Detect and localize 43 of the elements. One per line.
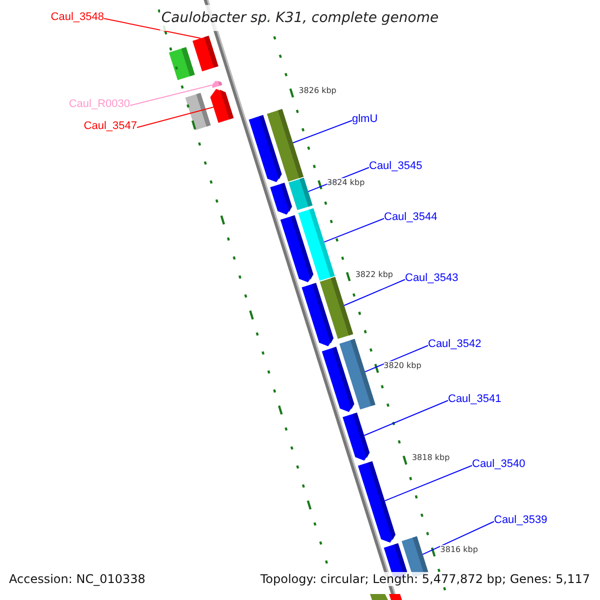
leader-line (292, 120, 352, 144)
gene-feature (192, 36, 218, 72)
map-title: Caulobacter sp. K31, complete genome (160, 5, 440, 31)
genome-summary-text: Topology: circular; Length: 5,477,872 bp; Genes: 5,117 (260, 572, 590, 586)
gene-feature (266, 109, 304, 182)
gene-label: Caul_R0030 (68, 98, 130, 111)
gene-label: Caul_3544 (384, 211, 438, 224)
gene-feature (320, 276, 354, 339)
scale-label: 3816 kbp (440, 545, 478, 555)
leader-line (384, 465, 472, 502)
gene-label: Caul_3547 (84, 120, 137, 133)
leader-line (104, 18, 202, 39)
scale-label: 3822 kbp (355, 270, 394, 280)
gene-feature (168, 47, 195, 80)
leader-line (136, 106, 214, 128)
gene-label: Caul_3545 (369, 160, 422, 173)
gene-feature (212, 80, 222, 88)
leader-line (422, 521, 494, 555)
gene-label: glmU (352, 113, 378, 126)
gene-feature (339, 338, 376, 410)
gene-feature (358, 461, 396, 543)
scale-label: 3826 kbp (298, 86, 336, 96)
gene-feature (185, 92, 211, 130)
gene-label: Caul_3541 (448, 393, 502, 406)
gene-label: Caul_3548 (50, 11, 104, 24)
gene-label: Caul_3543 (405, 272, 458, 285)
accession-text: Accession: NC_010338 (9, 572, 146, 586)
scale-label: 3824 kbp (327, 178, 365, 188)
leader-line (364, 400, 448, 436)
scale-label: 3820 kbp (384, 361, 422, 372)
leader-line (344, 279, 406, 306)
gene-feature (298, 208, 335, 281)
leader-line (130, 84, 212, 106)
gene-feature (270, 182, 292, 215)
gene-label: Caul_3540 (472, 458, 526, 471)
gene-feature (210, 88, 234, 123)
gene-label: Caul_3539 (494, 514, 548, 527)
leader-line (324, 218, 384, 243)
gene-label: Caul_3542 (428, 338, 482, 351)
leader-line (364, 345, 428, 372)
gene-feature (288, 178, 313, 210)
scale-label: 3818 kbp (412, 453, 450, 464)
gene-feature (342, 412, 370, 461)
